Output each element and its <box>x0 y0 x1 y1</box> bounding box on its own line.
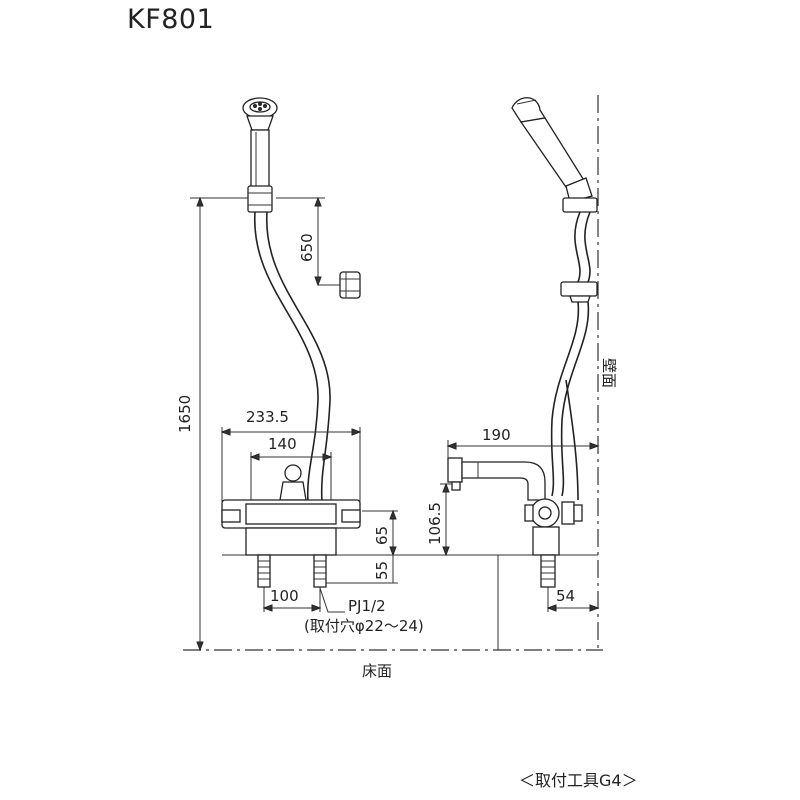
floor-label: 床面 <box>362 662 392 680</box>
dim-leg-height: 55 <box>373 561 391 580</box>
dim-body-height: 65 <box>373 526 391 545</box>
wall-hanger-side <box>560 281 598 303</box>
dim-spout-height: 106.5 <box>426 502 444 545</box>
shower-hose-right <box>550 211 581 497</box>
shower-head-front <box>242 97 278 213</box>
mixer-body-side <box>447 457 583 588</box>
wall-label: 壁面 <box>600 358 618 388</box>
note-connection: PJ1/2 <box>348 597 386 615</box>
dim-hanger-offset: 650 <box>298 233 316 262</box>
model-title: KF801 <box>127 4 215 35</box>
dim-leg-offset: 54 <box>556 587 575 605</box>
mixer-body-front <box>221 464 361 556</box>
footer-note: ＜取付工具G4＞ <box>519 771 638 790</box>
dim-spout-reach: 190 <box>482 426 511 444</box>
hanger-bracket <box>339 271 361 299</box>
dim-leg-pitch: 100 <box>270 587 299 605</box>
shower-hose-left <box>254 211 319 503</box>
note-mount-hole: (取付穴φ22～24) <box>304 617 424 635</box>
dim-handle-width: 140 <box>268 435 297 453</box>
dim-overall-height: 1650 <box>176 395 194 433</box>
dim-overall-width: 233.5 <box>246 408 289 426</box>
shower-head-side <box>511 97 598 213</box>
mounting-legs <box>257 554 327 588</box>
